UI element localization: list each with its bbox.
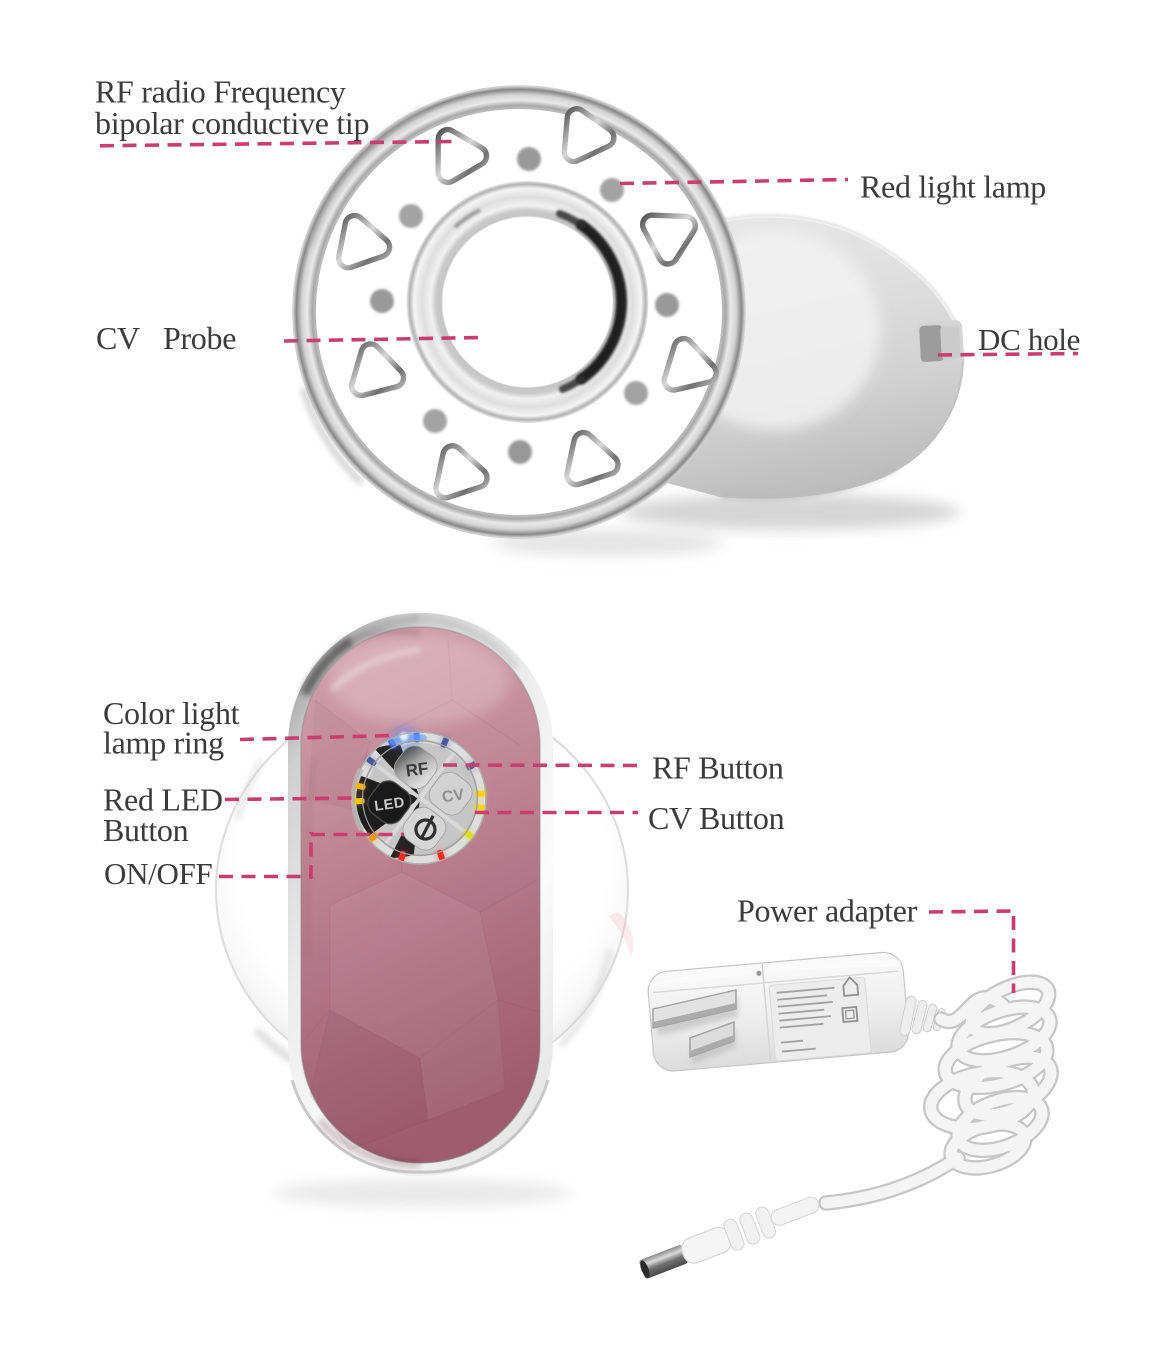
svg-text:CV Button: CV Button xyxy=(648,800,785,836)
svg-text:RF Button: RF Button xyxy=(652,750,784,786)
svg-text:CV Probe: CV Probe xyxy=(96,320,236,356)
svg-text:RF: RF xyxy=(404,759,429,781)
svg-text:lamp ring: lamp ring xyxy=(103,725,224,761)
svg-text:Red LED: Red LED xyxy=(103,782,223,818)
svg-text:RF radio Frequency: RF radio Frequency xyxy=(95,74,346,110)
svg-text:CV: CV xyxy=(441,786,466,806)
svg-text:Power adapter: Power adapter xyxy=(737,893,918,929)
svg-text:Red light lamp: Red light lamp xyxy=(860,169,1046,205)
svg-text:Color light: Color light xyxy=(103,695,240,731)
svg-text:ON/OFF: ON/OFF xyxy=(104,856,213,891)
svg-text:Button: Button xyxy=(103,812,189,848)
svg-text:bipolar conductive tip: bipolar conductive tip xyxy=(95,105,369,141)
svg-text:LED: LED xyxy=(373,795,405,815)
svg-text:DC hole: DC hole xyxy=(978,322,1080,357)
